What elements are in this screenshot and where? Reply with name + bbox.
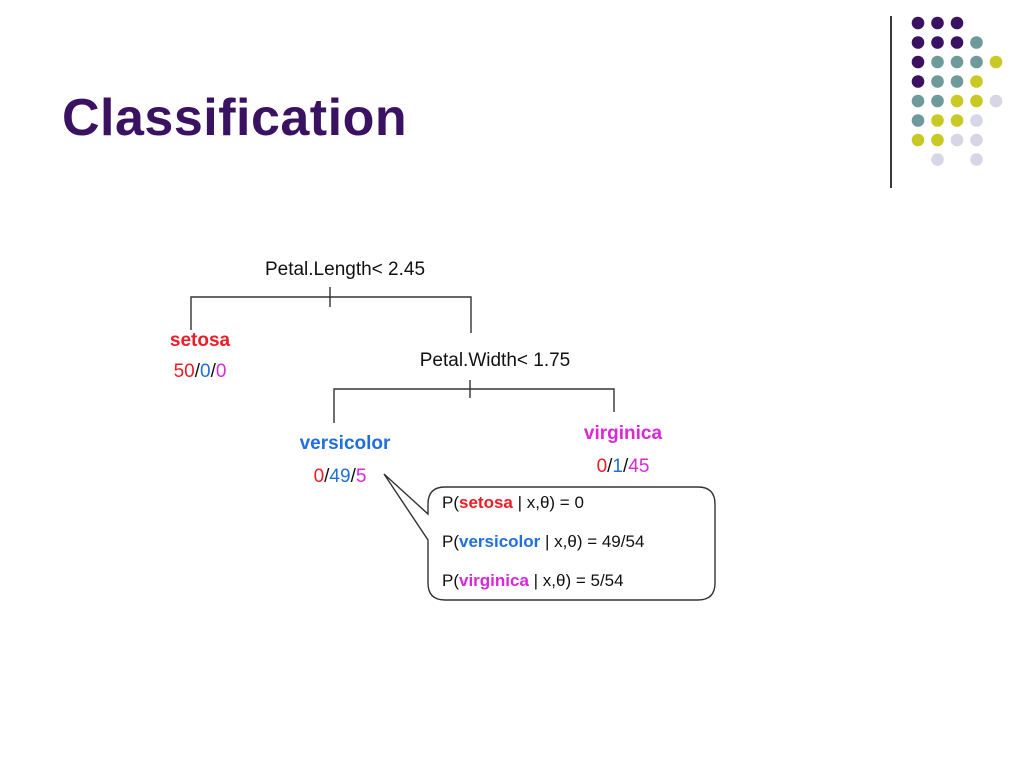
setosa-count-virginica: 0 bbox=[215, 361, 227, 382]
decorative-dot bbox=[970, 114, 983, 127]
decorative-dot bbox=[950, 36, 964, 49]
slide-title: Classification bbox=[62, 89, 408, 147]
callout-line-setosa: P(setosa | x,θ) = 0 bbox=[442, 493, 584, 513]
decorative-dot bbox=[931, 16, 944, 30]
virginica-count-setosa: 0 bbox=[596, 456, 608, 477]
callout-line-versicolor: P(versicolor | x,θ) = 49/54 bbox=[442, 532, 644, 552]
decorative-dot bbox=[931, 133, 944, 147]
second-split-label: Petal.Width< 1.75 bbox=[419, 350, 571, 371]
decorative-dot bbox=[931, 75, 944, 88]
leaf-setosa-label: setosa bbox=[140, 330, 260, 352]
count-separator: / bbox=[623, 456, 629, 477]
setosa-count-setosa: 50 bbox=[173, 361, 195, 382]
virginica-count-versicolor: 1 bbox=[612, 456, 623, 477]
decorative-dot bbox=[970, 94, 983, 108]
count-separator: / bbox=[350, 466, 356, 487]
decorative-dot bbox=[911, 16, 925, 30]
decorative-dot bbox=[911, 133, 925, 147]
count-separator: / bbox=[607, 456, 613, 477]
decorative-dot bbox=[911, 114, 925, 127]
decorative-dot bbox=[950, 114, 964, 127]
decorative-dot bbox=[970, 153, 983, 166]
callout-suffix: | x,θ) = 5/54 bbox=[533, 571, 624, 590]
leaf-virginica-label: virginica bbox=[548, 423, 698, 445]
decorative-dot bbox=[989, 55, 1003, 69]
decorative-dot bbox=[970, 133, 983, 147]
callout-prefix: P( bbox=[442, 571, 459, 590]
leaf-versicolor-label: versicolor bbox=[270, 433, 420, 455]
decorative-dot bbox=[911, 55, 925, 69]
decorative-dot bbox=[931, 114, 944, 127]
decorative-dot bbox=[911, 94, 925, 108]
count-separator: / bbox=[194, 361, 200, 382]
callout-prefix: P( bbox=[442, 493, 459, 512]
versicolor-count-versicolor: 49 bbox=[329, 466, 351, 487]
setosa-count-versicolor: 0 bbox=[199, 361, 211, 382]
versicolor-count-setosa: 0 bbox=[313, 466, 325, 487]
leaf-versicolor-name: versicolor bbox=[299, 433, 391, 454]
leaf-setosa-counts: 50/0/0 bbox=[140, 361, 260, 383]
decorative-dot bbox=[950, 75, 964, 88]
leaf-setosa-name: setosa bbox=[169, 330, 231, 351]
leaf-virginica-counts: 0/1/45 bbox=[563, 456, 683, 478]
second-split-connector bbox=[333, 388, 615, 423]
decorative-dot bbox=[970, 75, 983, 88]
callout-bubble bbox=[383, 473, 716, 601]
decorative-dot bbox=[931, 94, 944, 108]
leaf-virginica-name: virginica bbox=[583, 423, 663, 444]
callout-prefix: P( bbox=[442, 532, 459, 551]
callout-suffix: | x,θ) = 0 bbox=[517, 493, 584, 512]
decorative-dot bbox=[950, 55, 964, 69]
count-separator: / bbox=[324, 466, 330, 487]
callout-species-virginica: virginica bbox=[459, 571, 529, 590]
callout-species-setosa: setosa bbox=[459, 493, 513, 512]
decorative-dot bbox=[989, 94, 1003, 108]
count-separator: / bbox=[210, 361, 216, 382]
decorative-dot bbox=[931, 153, 944, 166]
root-split-label: Petal.Length< 2.45 bbox=[264, 259, 426, 280]
decorative-dot bbox=[950, 16, 964, 30]
decorative-dot bbox=[911, 36, 925, 49]
versicolor-count-virginica: 5 bbox=[355, 466, 367, 487]
callout-species-versicolor: versicolor bbox=[459, 532, 541, 551]
leaf-versicolor-counts: 0/49/5 bbox=[280, 466, 400, 488]
root-split-connector bbox=[190, 296, 472, 333]
decorative-dot bbox=[950, 133, 964, 147]
decorative-dot-grid bbox=[911, 16, 1003, 166]
decorative-dot bbox=[970, 55, 983, 69]
decorative-dot bbox=[911, 75, 925, 88]
title-divider-line bbox=[890, 16, 892, 188]
decorative-dot bbox=[950, 94, 964, 108]
decorative-dot bbox=[970, 36, 983, 49]
decorative-dot bbox=[931, 55, 944, 69]
decorative-dot bbox=[931, 36, 944, 49]
virginica-count-virginica: 45 bbox=[628, 456, 650, 477]
callout-line-virginica: P(virginica | x,θ) = 5/54 bbox=[442, 571, 624, 591]
callout-suffix: | x,θ) = 49/54 bbox=[545, 532, 645, 551]
